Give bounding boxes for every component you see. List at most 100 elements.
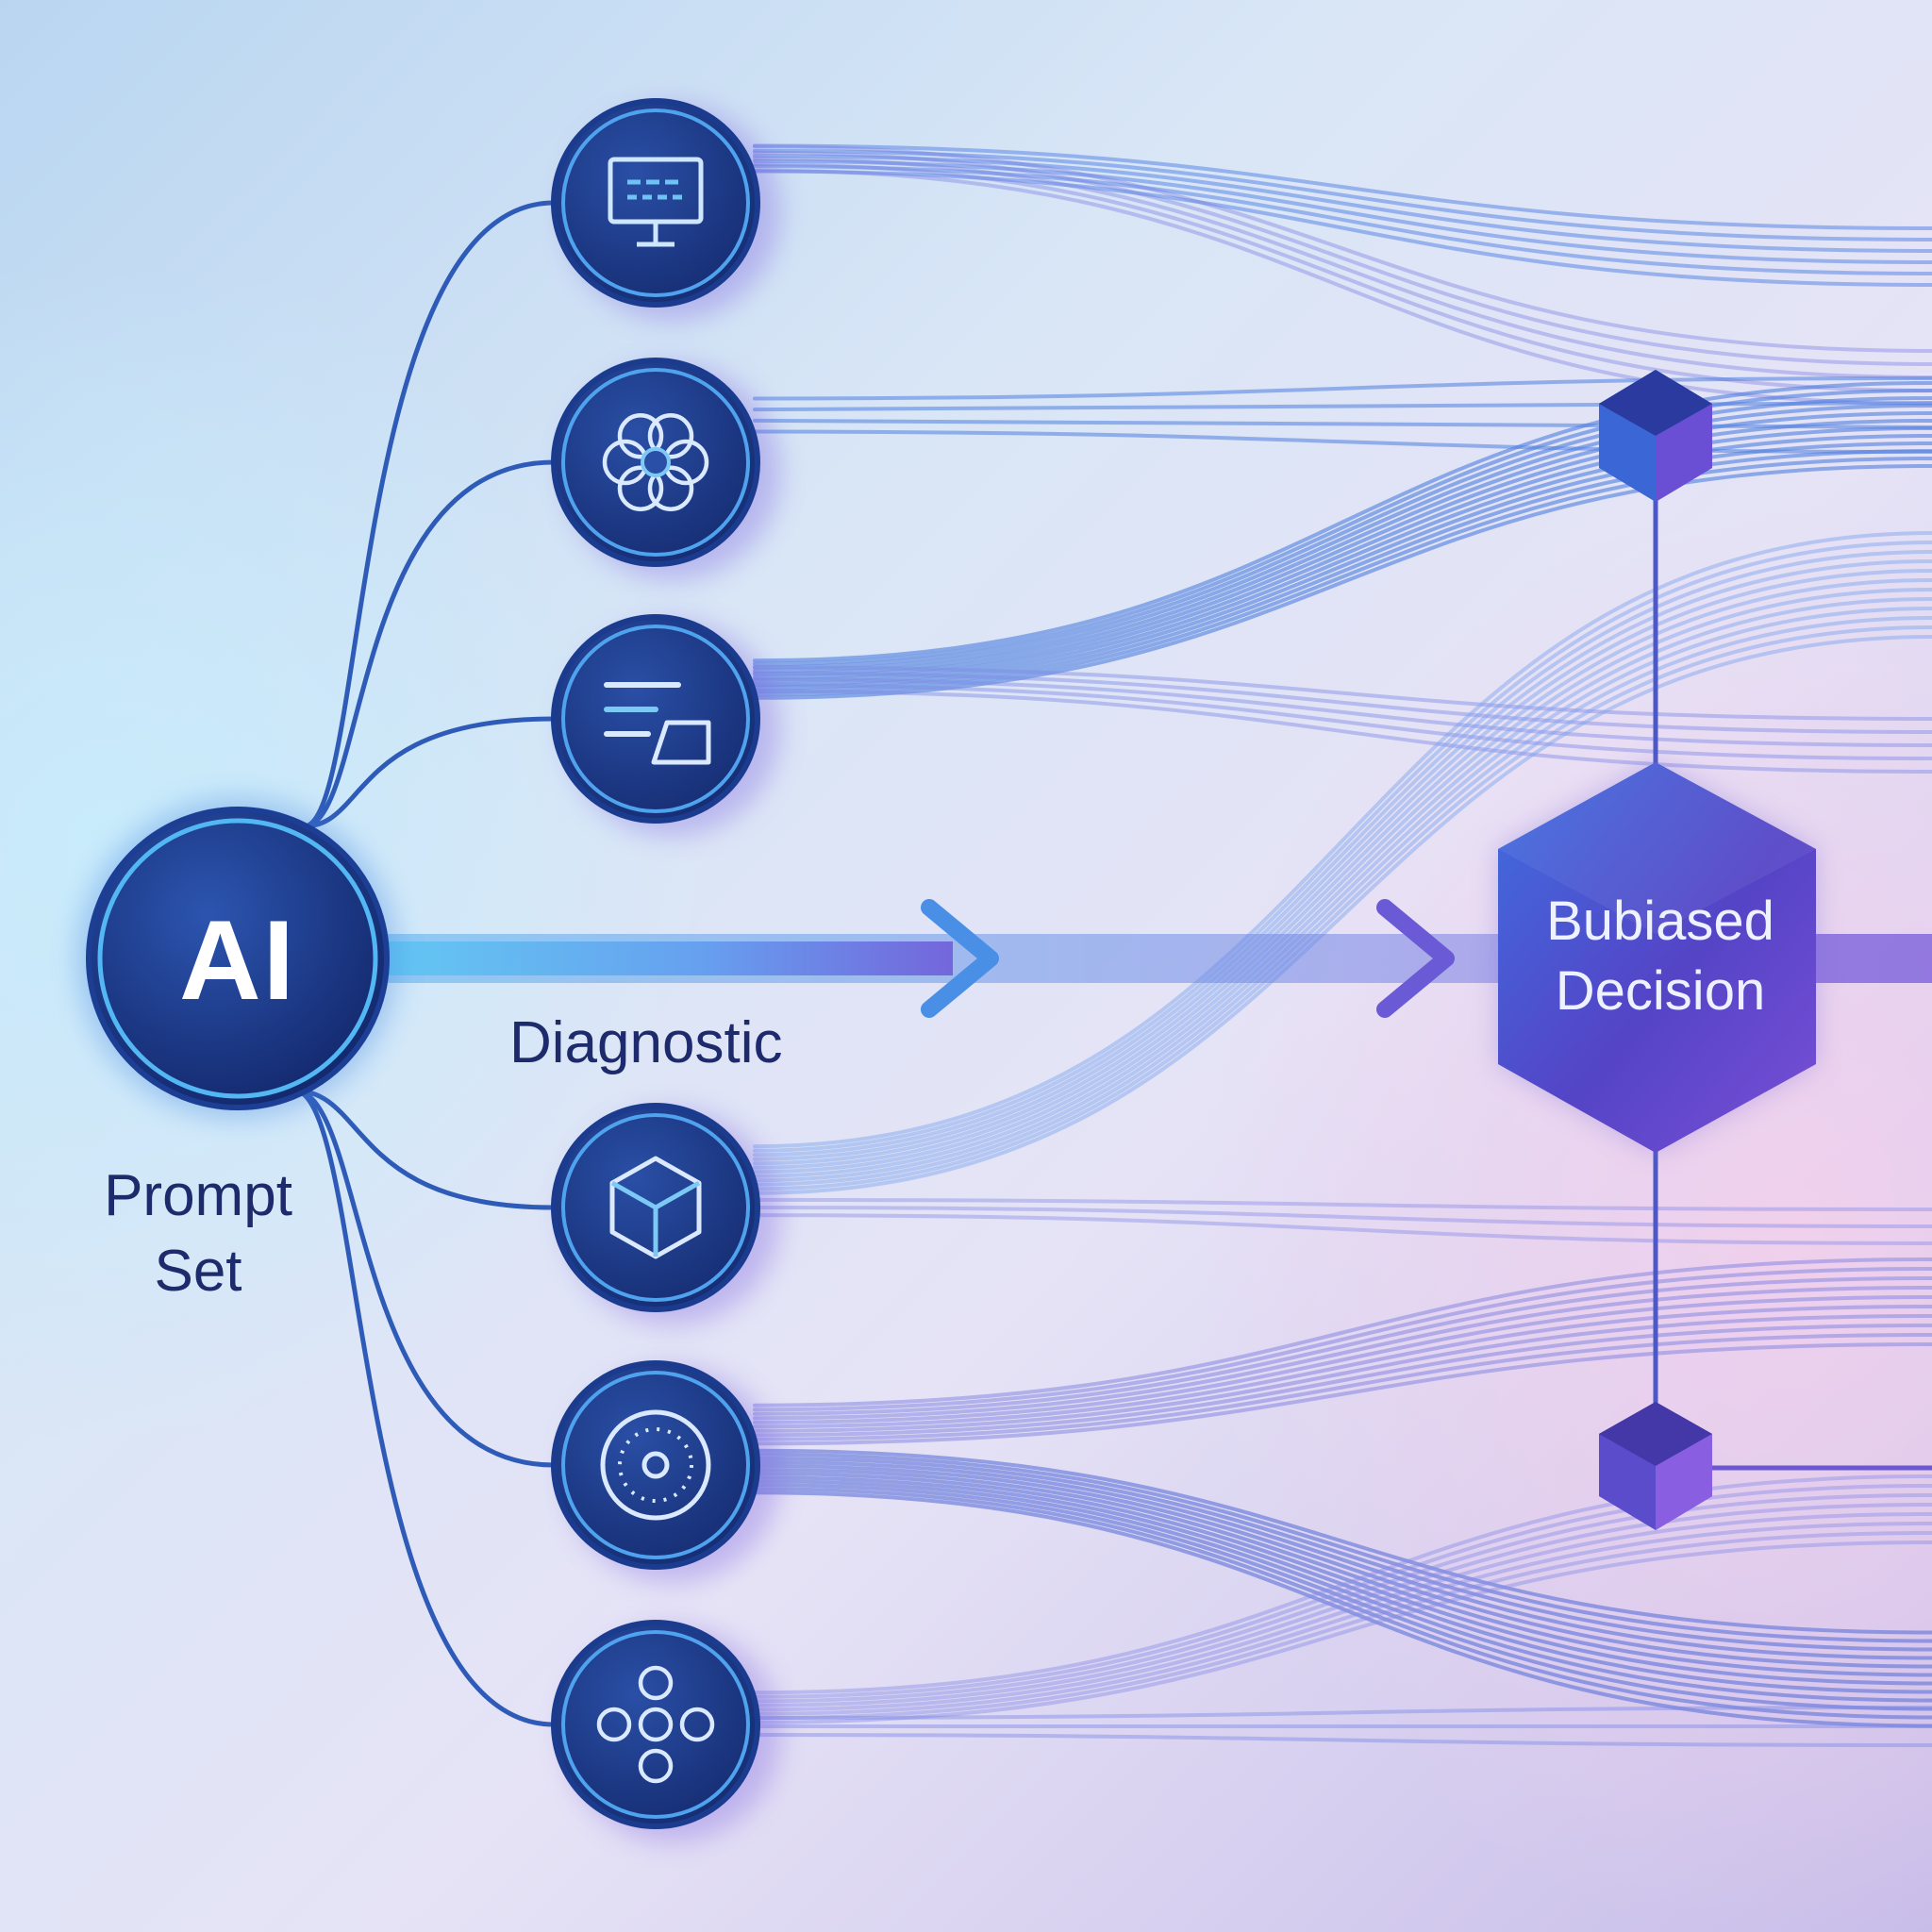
fiber-line [753, 144, 1932, 353]
flower-icon [602, 413, 709, 511]
fiber-line [753, 1472, 1932, 1686]
ai-hub-node [77, 798, 398, 1119]
fiber-line [753, 429, 1932, 454]
fiber-line [753, 1206, 1932, 1228]
fiber-line [753, 157, 1932, 379]
fiber-line [753, 1479, 1932, 1703]
fiber-line [753, 578, 1932, 1170]
fiber-line [753, 148, 1932, 242]
fiber-line [753, 1267, 1932, 1412]
fiber-line [753, 1484, 1932, 1699]
dotted-ring-icon [600, 1409, 711, 1521]
fiber-line [753, 1276, 1932, 1416]
fiber-line [753, 1257, 1932, 1407]
fiber-line [753, 1493, 1932, 1704]
decision-column-links [1653, 472, 1932, 1471]
arrow-head-1 [921, 899, 999, 1018]
molecule-icon [596, 1665, 715, 1784]
fiber-line [753, 625, 1932, 1191]
fiber-line [753, 597, 1932, 1178]
fiber-line [753, 1324, 1932, 1438]
fiber-line [753, 169, 1932, 287]
fiber-line [753, 559, 1932, 1161]
fiber-line [753, 541, 1932, 1153]
icon-node [551, 98, 780, 320]
fiber-line [753, 569, 1932, 1166]
hub-connector-line [293, 1088, 555, 1210]
prompt-set-line-1: Prompt [104, 1163, 292, 1228]
fiber-line [753, 1491, 1932, 1728]
fiber-line [753, 376, 1932, 401]
cube-node-bottom [1599, 1402, 1712, 1530]
cube-node-top [1599, 370, 1712, 502]
fiber-line [753, 1286, 1932, 1421]
fiber-line [753, 531, 1932, 1149]
fiber-line [753, 1706, 1932, 1720]
hub-label: AI [179, 897, 296, 1024]
fiber-line [753, 1213, 1932, 1245]
fiber-line [753, 677, 1932, 747]
fiber-line [753, 1333, 1932, 1441]
icon-node [551, 1360, 780, 1582]
fiber-line [753, 158, 1932, 264]
fiber-line [753, 168, 1932, 406]
monitor-icon [608, 157, 704, 247]
icon-node [551, 614, 780, 836]
cube-icon [609, 1156, 702, 1259]
fiber-line [753, 671, 1932, 734]
fiber-line [753, 154, 1932, 253]
fiber-line [753, 1463, 1932, 1669]
fiber-line [753, 1342, 1932, 1446]
fiber-line [753, 1197, 1932, 1211]
fiber-line [753, 588, 1932, 1174]
fiber-line [753, 464, 1932, 700]
fiber-line [753, 1295, 1932, 1424]
hub-connector-line [303, 200, 555, 829]
hub-connector-line [303, 459, 555, 829]
diagnostic-caption: Diagnostic [509, 1010, 783, 1075]
fiber-line [753, 1475, 1932, 1694]
icon-node [551, 1103, 780, 1324]
decision-label: Bubiased Decision [1500, 887, 1821, 1026]
fiber-line [753, 164, 1932, 275]
fiber-line [753, 1459, 1932, 1660]
fiber-line [753, 143, 1932, 230]
decision-label-line-1: Bubiased [1546, 891, 1774, 952]
hub-connector-line [293, 1088, 555, 1727]
icon-node [551, 1620, 780, 1841]
decision-hexagon [1498, 762, 1816, 1153]
fiber-line [753, 665, 1932, 721]
fiber-line [753, 162, 1932, 392]
fiber-line [753, 550, 1932, 1158]
fiber-line [753, 1305, 1932, 1429]
fiber-line [753, 1487, 1932, 1720]
fiber-line [753, 1483, 1932, 1711]
fiber-line [753, 1503, 1932, 1707]
fiber-line [753, 616, 1932, 1187]
hub-connector-line [293, 1088, 555, 1468]
icon-node [551, 358, 780, 579]
decision-label-line-2: Decision [1555, 960, 1766, 1022]
fiber-line [753, 1522, 1932, 1716]
fiber-line [753, 1541, 1932, 1724]
document-lines-icon [604, 682, 711, 765]
fiber-line [753, 1733, 1932, 1747]
hub-connectors [293, 200, 555, 1727]
fiber-line [753, 1467, 1932, 1677]
fiber-line [753, 1314, 1932, 1433]
fiber-line [753, 1448, 1932, 1635]
prompt-set-line-2: Set [154, 1239, 242, 1304]
fiber-line [753, 1512, 1932, 1712]
arrow-head-2 [1376, 899, 1455, 1018]
fiber-line [753, 607, 1932, 1183]
fiber-line [753, 689, 1932, 774]
fiber-line [753, 683, 1932, 760]
fiber-line [753, 150, 1932, 366]
hub-connector-line [303, 716, 555, 829]
fiber-line [753, 1531, 1932, 1721]
fiber-line [753, 1452, 1932, 1643]
fiber-line [753, 1456, 1932, 1652]
fiber-line [753, 635, 1932, 1195]
